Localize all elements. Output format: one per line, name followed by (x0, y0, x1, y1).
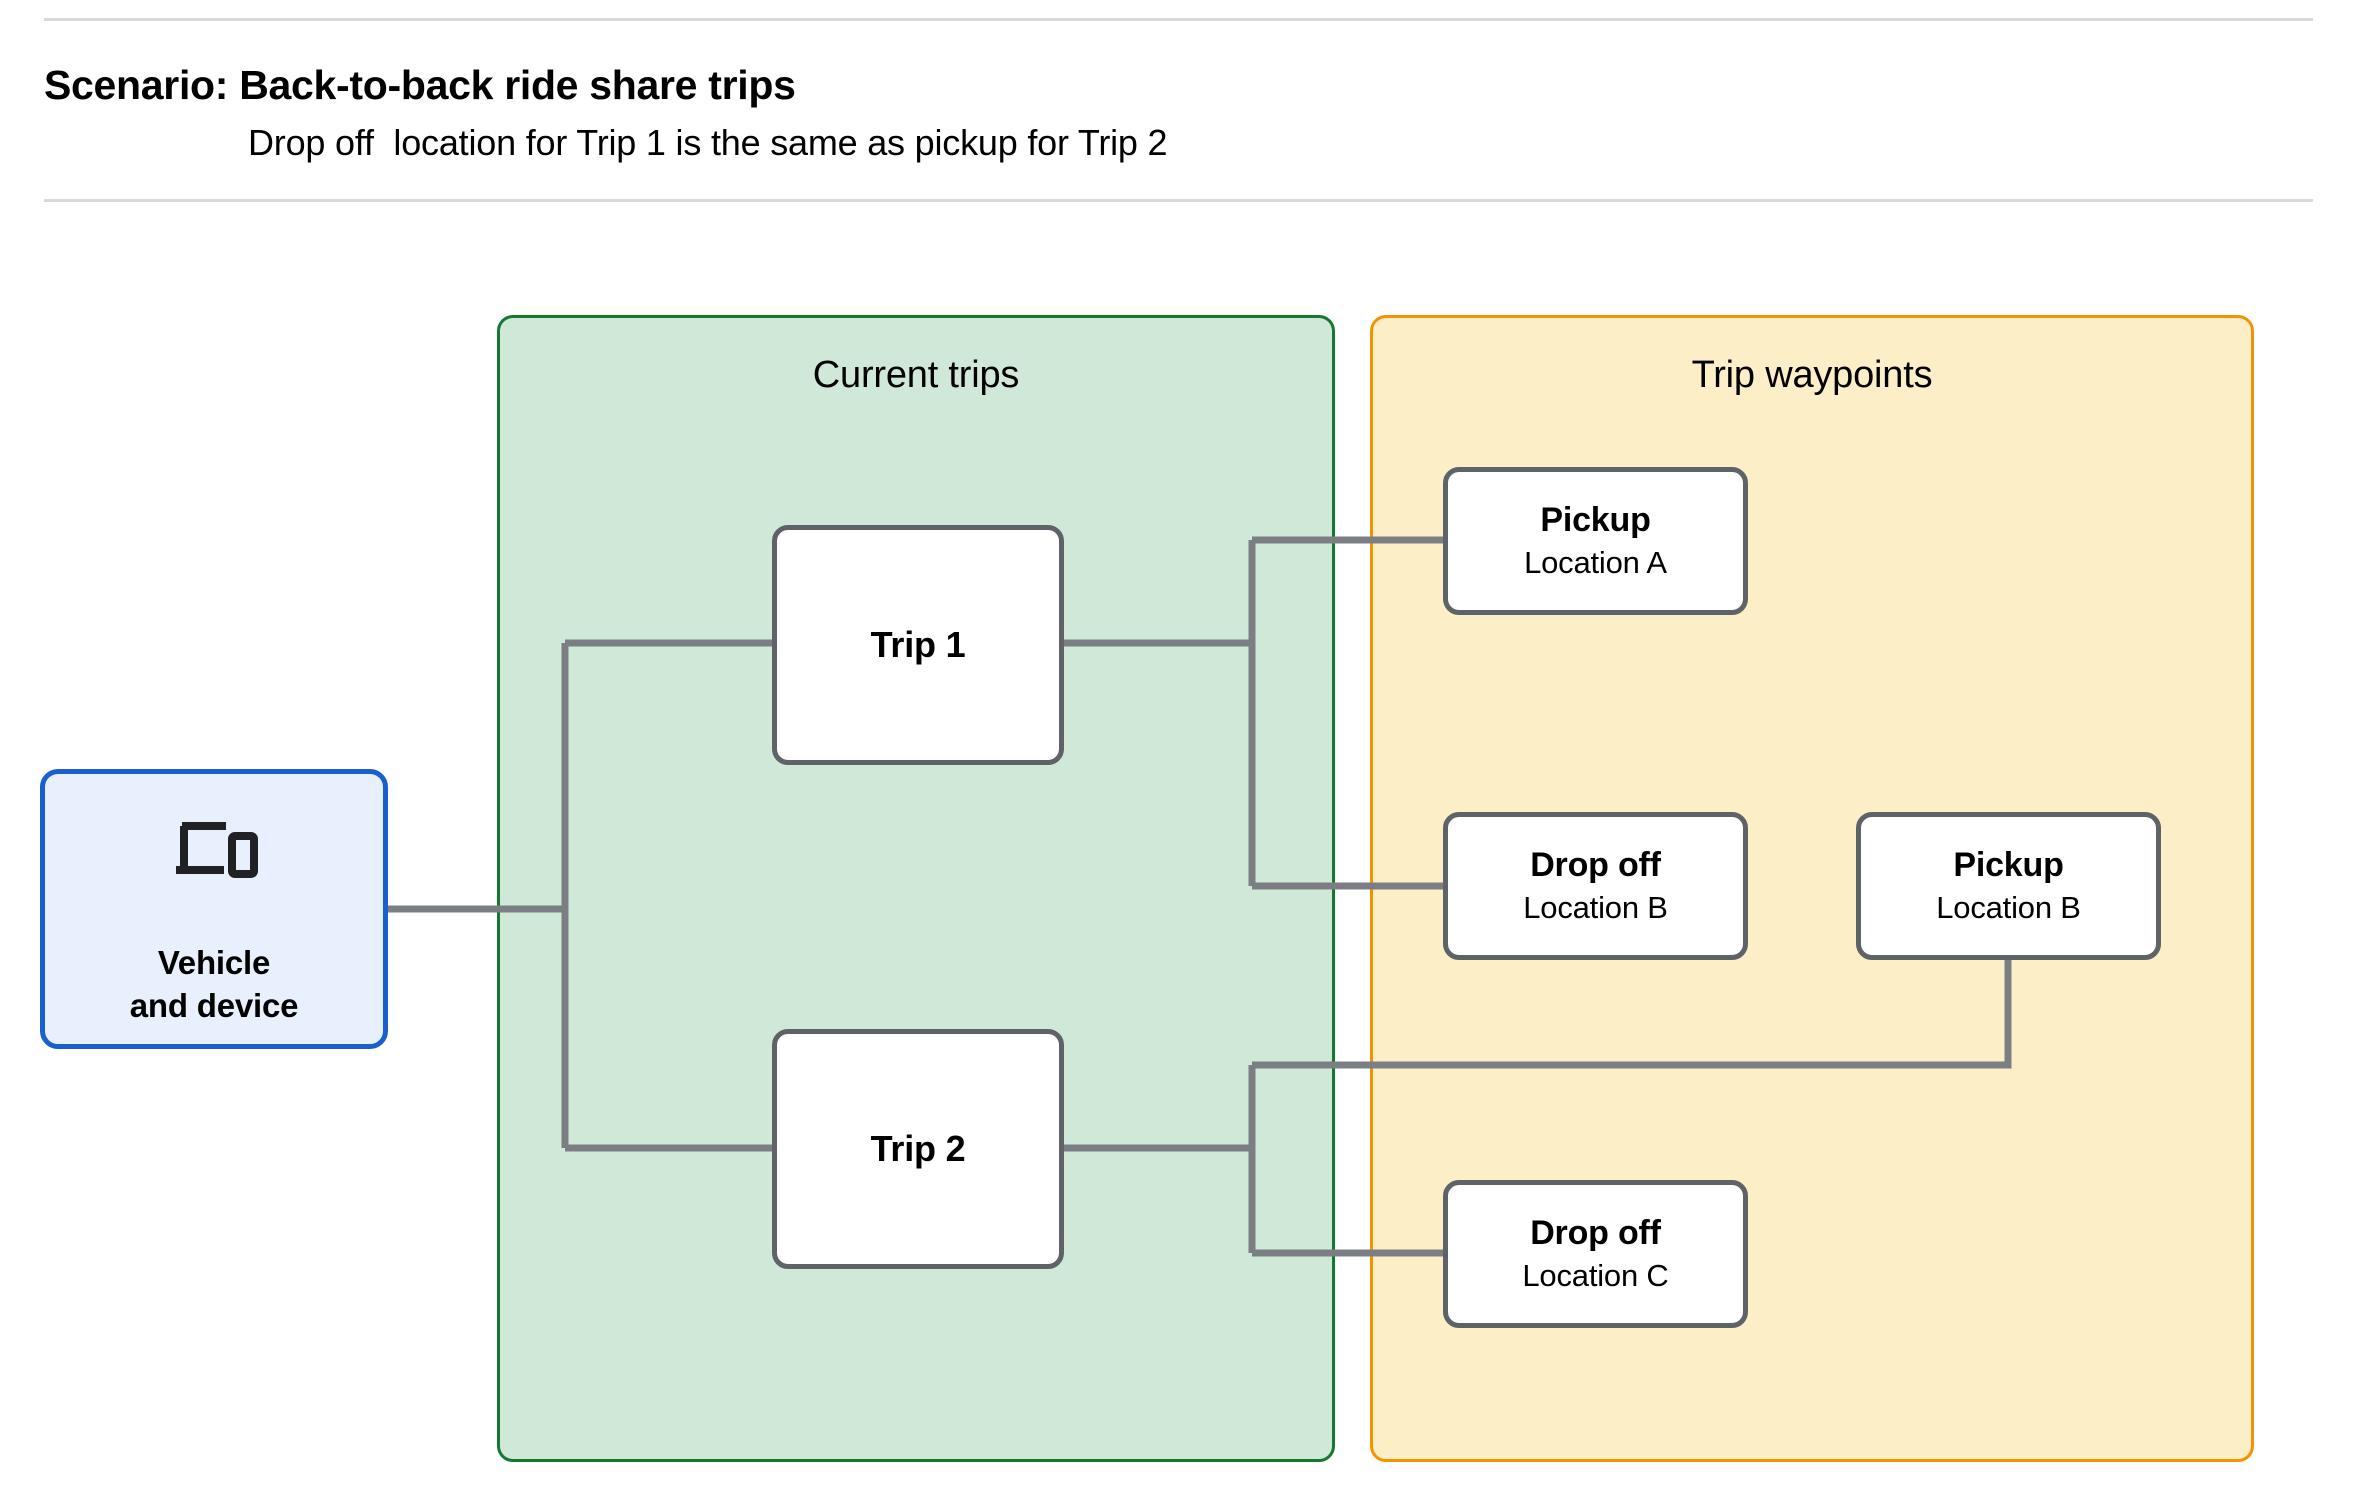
node-dropoff-location-c-sub: Location C (1522, 1257, 1669, 1293)
node-dropoff-location-b[interactable]: Drop off Location B (1443, 812, 1748, 960)
node-trip-1[interactable]: Trip 1 (772, 525, 1064, 765)
node-pickup-location-b[interactable]: Pickup Location B (1856, 812, 2161, 960)
node-dropoff-location-b-title: Drop off (1530, 845, 1661, 884)
node-vehicle-and-device-label: Vehicle and device (129, 944, 299, 1024)
header-divider-top (44, 18, 2313, 21)
header-divider-bottom (44, 199, 2313, 202)
node-dropoff-location-c-title: Drop off (1530, 1213, 1661, 1252)
node-pickup-location-a-title: Pickup (1540, 500, 1651, 539)
page-title: Scenario: Back-to-back ride share trips (44, 62, 796, 108)
group-current-trips: Current trips (497, 315, 1335, 1462)
node-trip-2[interactable]: Trip 2 (772, 1029, 1064, 1269)
group-current-trips-label: Current trips (812, 354, 1020, 396)
node-pickup-location-b-sub: Location B (1936, 889, 2081, 925)
node-dropoff-location-c[interactable]: Drop off Location C (1443, 1180, 1748, 1328)
node-pickup-location-a[interactable]: Pickup Location A (1443, 467, 1748, 615)
group-trip-waypoints-label: Trip waypoints (1691, 354, 1933, 396)
laptop-and-phone-icon (176, 822, 258, 878)
page-subtitle: Drop off location for Trip 1 is the same… (248, 122, 1168, 163)
node-vehicle-and-device[interactable]: Vehicle and device (40, 769, 388, 1049)
node-pickup-location-b-title: Pickup (1953, 845, 2064, 884)
node-trip-2-label: Trip 2 (870, 1128, 966, 1170)
node-pickup-location-a-sub: Location A (1524, 544, 1667, 580)
node-dropoff-location-b-sub: Location B (1523, 889, 1668, 925)
node-trip-1-label: Trip 1 (870, 624, 966, 666)
